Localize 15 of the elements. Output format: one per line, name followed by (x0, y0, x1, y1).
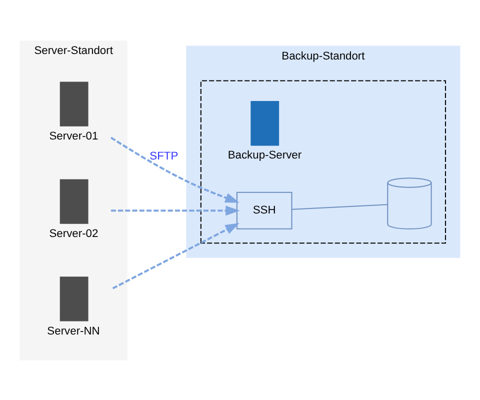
node-box: SSH (236, 191, 292, 229)
node-box (60, 81, 88, 126)
node-box (60, 178, 88, 224)
connector (292, 204, 388, 210)
arrow (110, 136, 240, 202)
edge-label: SFTP (150, 150, 178, 162)
node-box (60, 276, 88, 321)
node-box (250, 100, 280, 146)
arrow (110, 205, 240, 216)
arrow (112, 222, 240, 289)
node-label: Backup-Server (228, 149, 302, 162)
node-label: Server-01 (49, 130, 98, 142)
node-label: Server-NN (47, 324, 100, 337)
cluster (200, 80, 446, 244)
node-label: Server-02 (49, 227, 98, 240)
